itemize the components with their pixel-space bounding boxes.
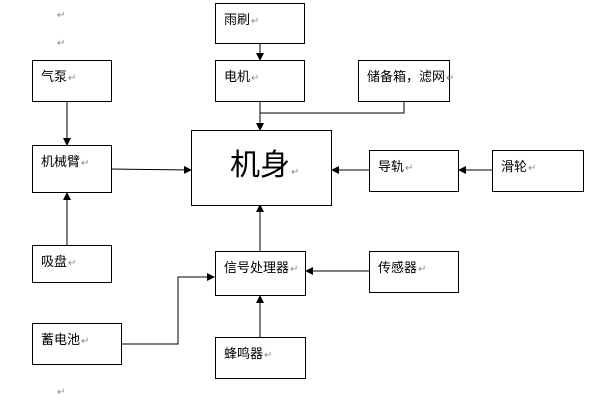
node-wiper-label: 雨刷 — [224, 13, 251, 28]
paragraph-mark-icon: ↵ — [290, 264, 299, 275]
paragraph-mark-icon: ↵ — [405, 163, 414, 174]
paragraph-mark-icon: ↵ — [446, 73, 455, 84]
paragraph-mark-icon: ↵ — [251, 73, 260, 84]
node-buzzer-label: 蜂鸣器 — [224, 347, 264, 362]
paragraph-mark-icon: ↵ — [57, 387, 66, 398]
node-arm: 机械臂↵ — [32, 145, 112, 193]
edge-battery-processor — [121, 273, 215, 345]
paragraph-mark-icon: ↵ — [57, 38, 66, 49]
paragraph-mark-icon: ↵ — [57, 10, 66, 21]
node-rail: 导轨↵ — [369, 150, 459, 192]
paragraph-mark-icon: ↵ — [68, 73, 77, 84]
node-arm-label: 机械臂 — [41, 155, 81, 170]
node-pulley-label: 滑轮 — [501, 160, 528, 175]
node-rail-label: 导轨 — [378, 160, 405, 175]
paragraph-mark-icon: ↵ — [528, 163, 537, 174]
paragraph-mark-icon: ↵ — [68, 258, 77, 269]
node-battery: 蓄电池↵ — [32, 323, 122, 365]
node-battery-label: 蓄电池 — [41, 333, 81, 348]
node-motor-label: 电机 — [224, 70, 251, 85]
node-pulley: 滑轮↵ — [492, 150, 584, 192]
node-sucker: 吸盘↵ — [32, 245, 112, 283]
node-motor: 电机↵ — [215, 60, 305, 102]
node-storage: 储备箱，滤网↵ — [358, 60, 454, 102]
node-buzzer: 蜂鸣器↵ — [215, 337, 306, 379]
edge-arm-body — [110, 165, 192, 174]
node-processor-label: 信号处理器 — [224, 261, 290, 276]
paragraph-mark-icon: ↵ — [291, 167, 300, 178]
paragraph-mark-icon: ↵ — [81, 158, 90, 169]
paragraph-mark-icon: ↵ — [264, 350, 273, 361]
node-body-label: 机身 — [230, 148, 290, 183]
node-air-pump-label: 气泵 — [41, 70, 68, 85]
paragraph-mark-icon: ↵ — [418, 264, 427, 275]
paragraph-mark-icon: ↵ — [81, 336, 90, 347]
node-air-pump: 气泵↵ — [32, 60, 112, 102]
node-sucker-label: 吸盘 — [41, 255, 68, 270]
node-processor: 信号处理器↵ — [215, 251, 306, 296]
edge-storage-body — [260, 101, 405, 114]
node-body: 机身↵ — [191, 130, 332, 206]
node-sensor: 传感器↵ — [369, 251, 459, 293]
node-sensor-label: 传感器 — [378, 261, 418, 276]
node-storage-label: 储备箱，滤网 — [367, 70, 446, 85]
paragraph-mark-icon: ↵ — [251, 16, 260, 27]
node-wiper: 雨刷↵ — [215, 3, 305, 44]
